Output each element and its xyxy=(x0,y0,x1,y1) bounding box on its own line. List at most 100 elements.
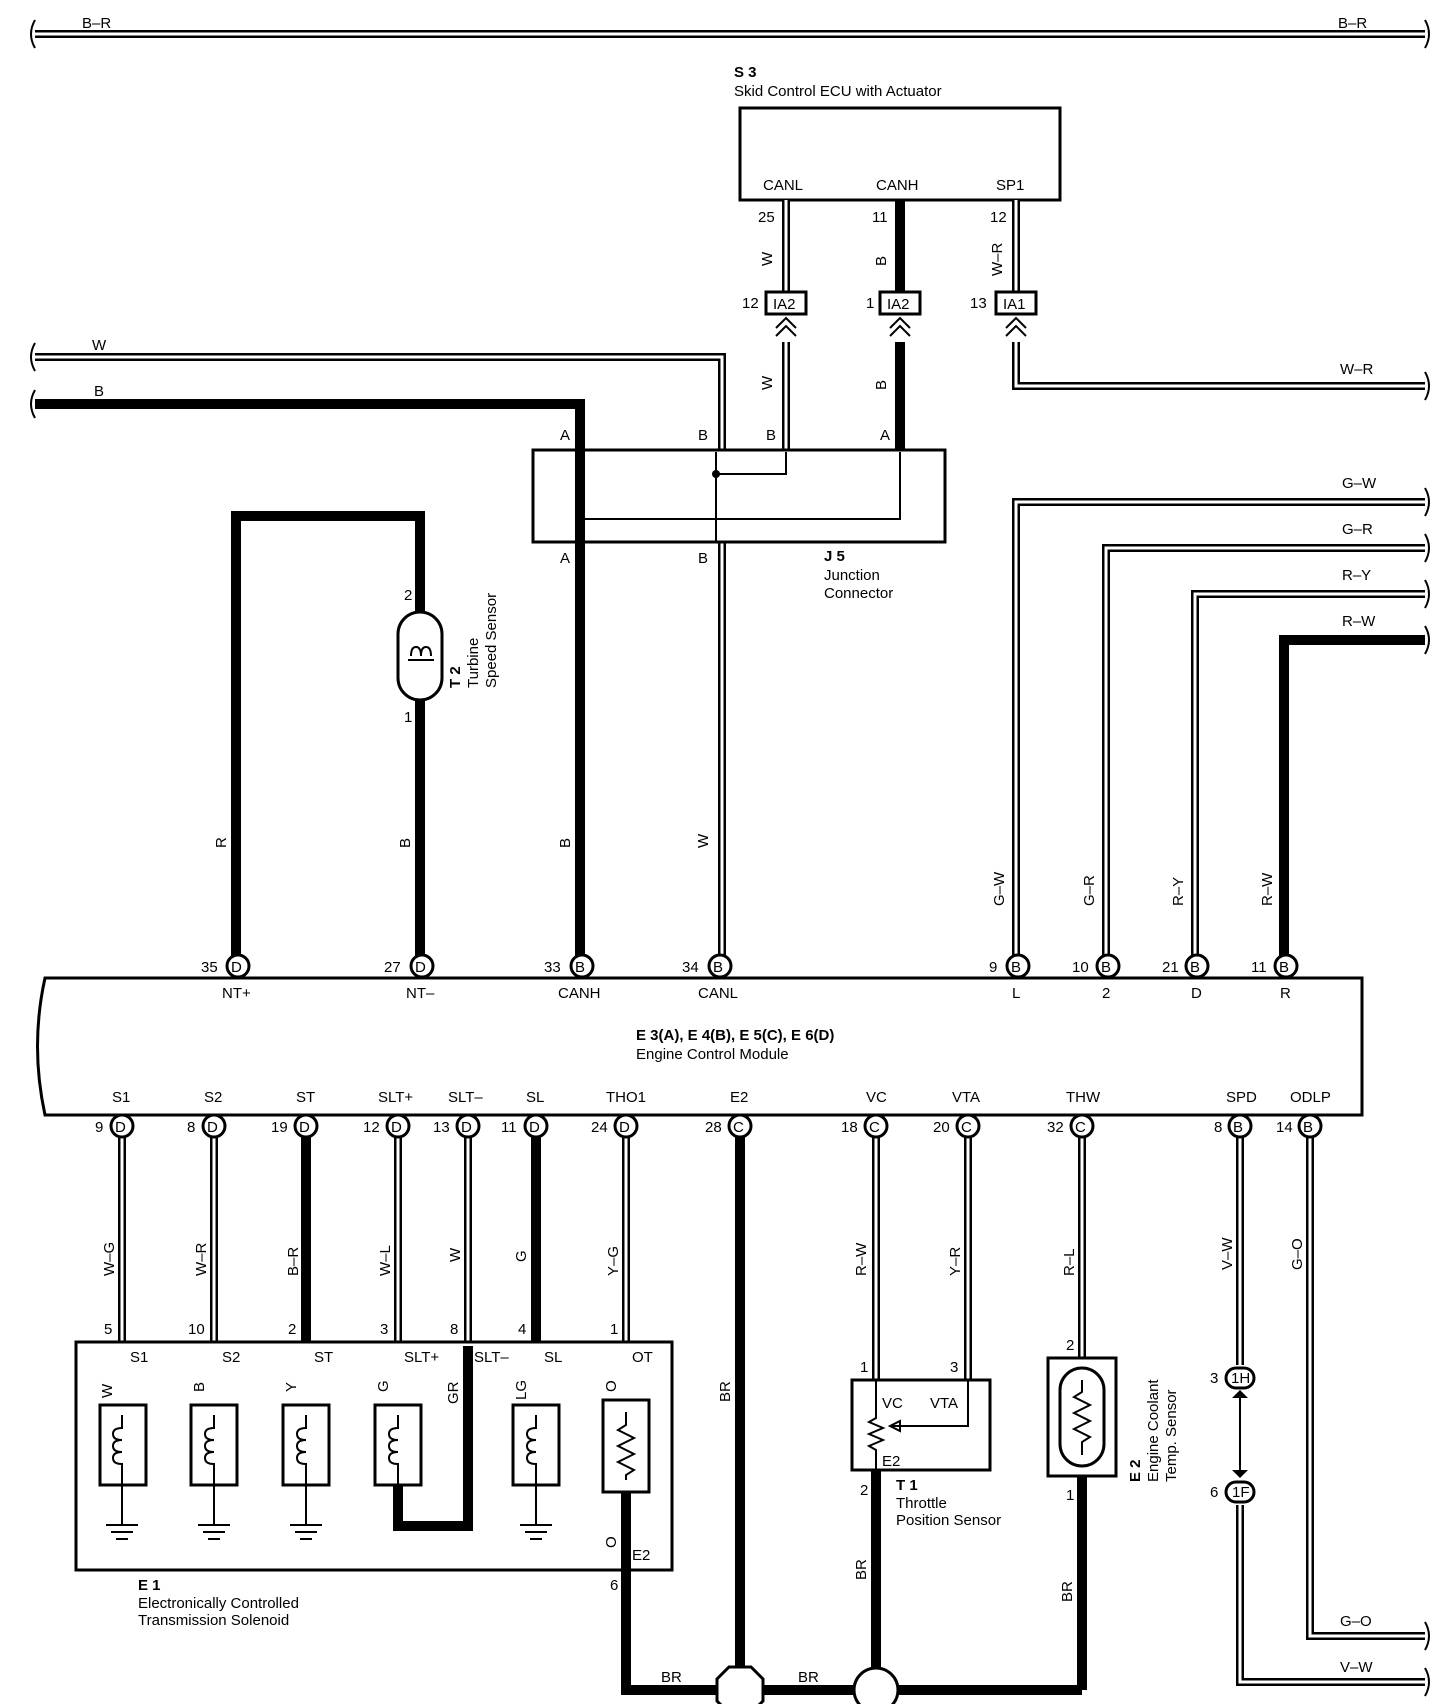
right-vertical-label: R–Y xyxy=(1170,877,1187,906)
wire-label: Y–G xyxy=(605,1246,622,1276)
left-b-wire: B xyxy=(30,383,585,962)
t2-turbine-speed-sensor: 2 1 T 2 Turbine Speed Sensor xyxy=(231,511,500,962)
pin-number: 13 xyxy=(433,1119,450,1136)
e1-pin: 8 xyxy=(450,1321,458,1338)
splice-point-2 xyxy=(852,1666,900,1704)
conn-letter: B xyxy=(713,959,723,976)
ecm-bottom-terminal-slt-minus: SLT– D 13 xyxy=(433,1089,483,1139)
s3-pin-canl: 25 xyxy=(758,209,775,226)
ecm-bottom-terminal-vc: VC C 18 xyxy=(841,1089,889,1139)
wire-vc: R–W xyxy=(853,1128,880,1380)
conn-letter: B xyxy=(1011,959,1021,976)
slt-return-wire xyxy=(393,1346,473,1531)
conn-letter: B xyxy=(575,959,585,976)
right-wire-label: R–W xyxy=(1342,613,1376,630)
e1-inner-wire: LG xyxy=(513,1380,530,1400)
e2-name-2: Temp. Sensor xyxy=(1163,1389,1180,1482)
pin-number: 14 xyxy=(1276,1119,1293,1136)
solenoid-slt xyxy=(373,1346,473,1531)
left-w-label: W xyxy=(92,337,107,354)
terminal-name: S1 xyxy=(112,1089,130,1106)
conn-letter: B xyxy=(1233,1119,1243,1136)
connector-ia2-canl: 12 IA2 xyxy=(742,290,808,337)
conn-letter: B xyxy=(1101,959,1111,976)
pin-number: 32 xyxy=(1047,1119,1064,1136)
pin-number: 9 xyxy=(95,1119,103,1136)
right-vertical-label: R–W xyxy=(1259,872,1276,906)
ground-icon xyxy=(106,1485,138,1540)
pin-number: 20 xyxy=(933,1119,950,1136)
right-wire-label: R–Y xyxy=(1342,567,1371,584)
conn-label: IA1 xyxy=(1003,296,1026,313)
ground-seg2-label: BR xyxy=(798,1669,819,1686)
terminal-name: CANH xyxy=(558,985,601,1002)
s3-sp1-wire: W–R W–R xyxy=(989,200,1430,401)
e1-terminal: S2 xyxy=(222,1349,240,1366)
t2-pin-top: 2 xyxy=(404,587,412,604)
e1-pin: 3 xyxy=(380,1321,388,1338)
terminal-name: VTA xyxy=(952,1089,980,1106)
ground-icon xyxy=(520,1485,552,1540)
s3-sp1-wire-label: W–R xyxy=(989,243,1006,277)
solenoid-s2 xyxy=(189,1403,239,1540)
connector-arrow-icon xyxy=(1005,316,1027,337)
s3-sp1-out-label: W–R xyxy=(1340,361,1374,378)
break-mark xyxy=(1424,533,1430,563)
wire-label: G xyxy=(513,1250,530,1262)
wire-label-b: B xyxy=(557,838,574,848)
terminal-name: VC xyxy=(866,1089,887,1106)
break-mark xyxy=(1424,371,1430,401)
pin-number: 21 xyxy=(1162,959,1179,976)
break-mark-right xyxy=(1424,19,1430,49)
wire-label: Y–R xyxy=(947,1247,964,1276)
spd-connectors: 1H 3 1F 6 xyxy=(1210,1366,1256,1504)
pin-number: 24 xyxy=(591,1119,608,1136)
t1-ref: T 1 xyxy=(896,1477,918,1494)
connector-arrow-icon xyxy=(889,316,911,337)
bottom-right-vw-label: V–W xyxy=(1340,1659,1373,1676)
terminal-name: 2 xyxy=(1102,985,1110,1002)
j5-top-pin: B xyxy=(766,427,776,444)
t1-name-1: Throttle xyxy=(896,1495,947,1512)
s3-canl-wire: W W xyxy=(759,200,790,452)
break-mark xyxy=(1424,625,1430,655)
coil-icon xyxy=(295,1415,307,1485)
wire-label: R–L xyxy=(1061,1248,1078,1276)
pin-number: 12 xyxy=(363,1119,380,1136)
e1-terminal: SL xyxy=(544,1349,562,1366)
e1-inner-wire: G xyxy=(375,1380,392,1392)
coil-icon xyxy=(387,1415,399,1485)
ecm-top-terminal-l: B 9 L xyxy=(989,953,1031,1002)
ecm-bottom-terminal-spd: SPD B 8 xyxy=(1214,1089,1257,1139)
conn-letter: B xyxy=(1190,959,1200,976)
conn-1h-pin: 3 xyxy=(1210,1370,1218,1387)
t1-name-2: Position Sensor xyxy=(896,1512,1001,1529)
conn-letter: D xyxy=(461,1119,472,1136)
break-mark xyxy=(1424,487,1430,517)
conn-letter: D xyxy=(231,959,242,976)
pin-number: 10 xyxy=(1072,959,1089,976)
terminal-name: R xyxy=(1280,985,1291,1002)
e1-inner-wire: W xyxy=(99,1383,116,1398)
ground-icon xyxy=(290,1485,322,1540)
j5-top-pin: A xyxy=(880,427,890,444)
conn-label: IA2 xyxy=(887,296,910,313)
pin-number: 34 xyxy=(682,959,699,976)
ecm-ref: E 3(A), E 4(B), E 5(C), E 6(D) xyxy=(636,1027,834,1044)
terminal-name: THW xyxy=(1066,1089,1101,1106)
e1-inner-wire: O xyxy=(603,1380,620,1392)
connector-1h xyxy=(1224,1366,1256,1390)
e2-pin-top: 2 xyxy=(1066,1337,1074,1354)
s3-terminal-canl: CANL xyxy=(763,177,803,194)
thermistor-icon xyxy=(1071,1380,1093,1455)
ecm-top-terminal-canh: B 33 CANH xyxy=(544,953,601,1002)
wire-label: W–G xyxy=(101,1242,118,1276)
j5-top-pin: B xyxy=(698,427,708,444)
e1-e2-pin: 6 xyxy=(610,1577,618,1594)
wire-label: B–R xyxy=(285,1247,302,1276)
ecm-bottom-terminal-vta: VTA C 20 xyxy=(933,1089,981,1139)
terminal-name: NT+ xyxy=(222,985,251,1002)
ground-bus: BR BR xyxy=(661,1665,1082,1704)
bottom-right-go-label: G–O xyxy=(1340,1613,1372,1630)
pin-number: 8 xyxy=(1214,1119,1222,1136)
